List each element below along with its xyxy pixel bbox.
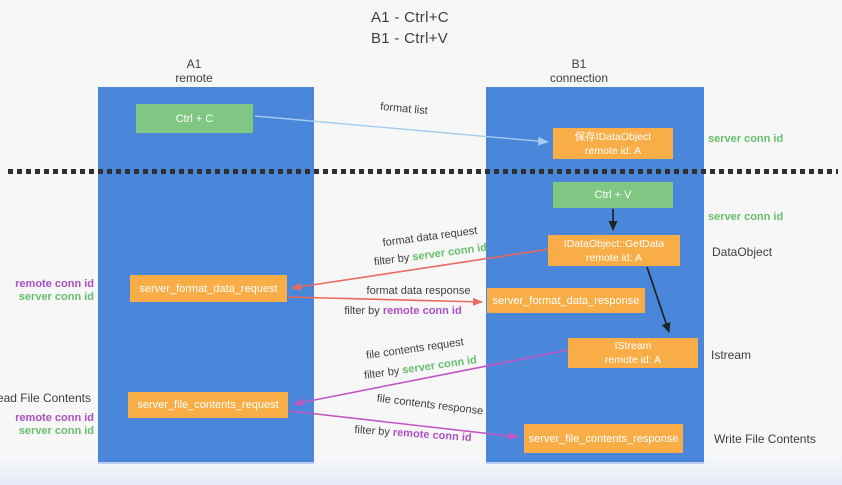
node-save-idataobject: 保存IDataObject remote id: A: [553, 128, 673, 159]
label-filter-by-remote-conn-id-1: filter by remote conn id: [343, 305, 463, 317]
column-b1-sublabel: connection: [549, 71, 609, 85]
node-server-format-data-request: server_format_data_request: [130, 275, 287, 302]
column-a1-sublabel: remote: [175, 71, 213, 85]
node-idataobject-getdata: IDataObject::GetData remote id: A: [548, 235, 680, 266]
server-conn-id-text: server conn id: [411, 241, 488, 264]
node-ctrl-v: Ctrl + V: [553, 182, 673, 208]
filter-by-text: filter by: [363, 365, 401, 382]
remote-conn-id-text: remote conn id: [392, 426, 472, 445]
label-file-contents-response: file contents response: [376, 392, 484, 418]
label-istream: Istream: [711, 348, 752, 362]
node-save-idataobject-line2: remote id: A: [584, 144, 642, 157]
remote-conn-id-text: remote conn id: [382, 305, 462, 317]
node-istream-line1: IStream: [614, 340, 652, 352]
label-server-conn-id-mid-right: server conn id: [708, 211, 784, 223]
title-line-2: B1 - Ctrl+V: [371, 30, 449, 47]
title-line-1: A1 - Ctrl+C: [371, 9, 449, 26]
node-server-file-contents-request: server_file_contents_request: [128, 392, 288, 418]
label-server-conn-id-top-right: server conn id: [708, 133, 784, 145]
label-format-data-response: format data response: [366, 285, 471, 297]
format-data-response-arrow: [287, 296, 483, 306]
label-format-list: format list: [379, 100, 429, 118]
label-dataobject: DataObject: [712, 245, 773, 259]
column-header-b1: B1 connection: [534, 57, 624, 85]
filter-by-text: filter by: [373, 251, 411, 269]
node-istream-line2: remote id: A: [604, 354, 662, 366]
copy-paste-divider-line: [8, 169, 838, 174]
label-read-file-contents: Read File Contents: [0, 391, 91, 405]
node-ctrl-c: Ctrl + C: [136, 104, 253, 133]
label-filter-by-remote-conn-id-2: filter by remote conn id: [353, 424, 474, 444]
diagram-title: A1 - Ctrl+C B1 - Ctrl+V: [371, 7, 449, 49]
node-server-file-contents-response: server_file_contents_response: [524, 424, 683, 453]
column-header-a1: A1 remote: [149, 57, 239, 85]
label-server-conn-id-left-2: server conn id: [18, 425, 94, 437]
label-remote-conn-id-left-1: remote conn id: [15, 278, 94, 290]
label-write-file-contents: Write File Contents: [714, 432, 816, 446]
filter-by-text: filter by: [354, 423, 391, 439]
column-a1-label: A1: [186, 57, 202, 71]
node-server-format-data-response: server_format_data_response: [487, 288, 645, 313]
node-getdata-line2: remote id: A: [585, 251, 643, 264]
server-conn-id-text: server conn id: [401, 354, 478, 377]
node-istream: IStream remote id: A: [568, 338, 698, 368]
node-save-idataobject-line1: 保存IDataObject: [574, 130, 652, 143]
filter-by-text: filter by: [344, 305, 380, 317]
column-b1-label: B1: [571, 57, 587, 71]
node-getdata-line1: IDataObject::GetData: [563, 237, 665, 250]
label-remote-conn-id-left-2: remote conn id: [15, 412, 94, 424]
label-server-conn-id-left-1: server conn id: [18, 291, 94, 303]
